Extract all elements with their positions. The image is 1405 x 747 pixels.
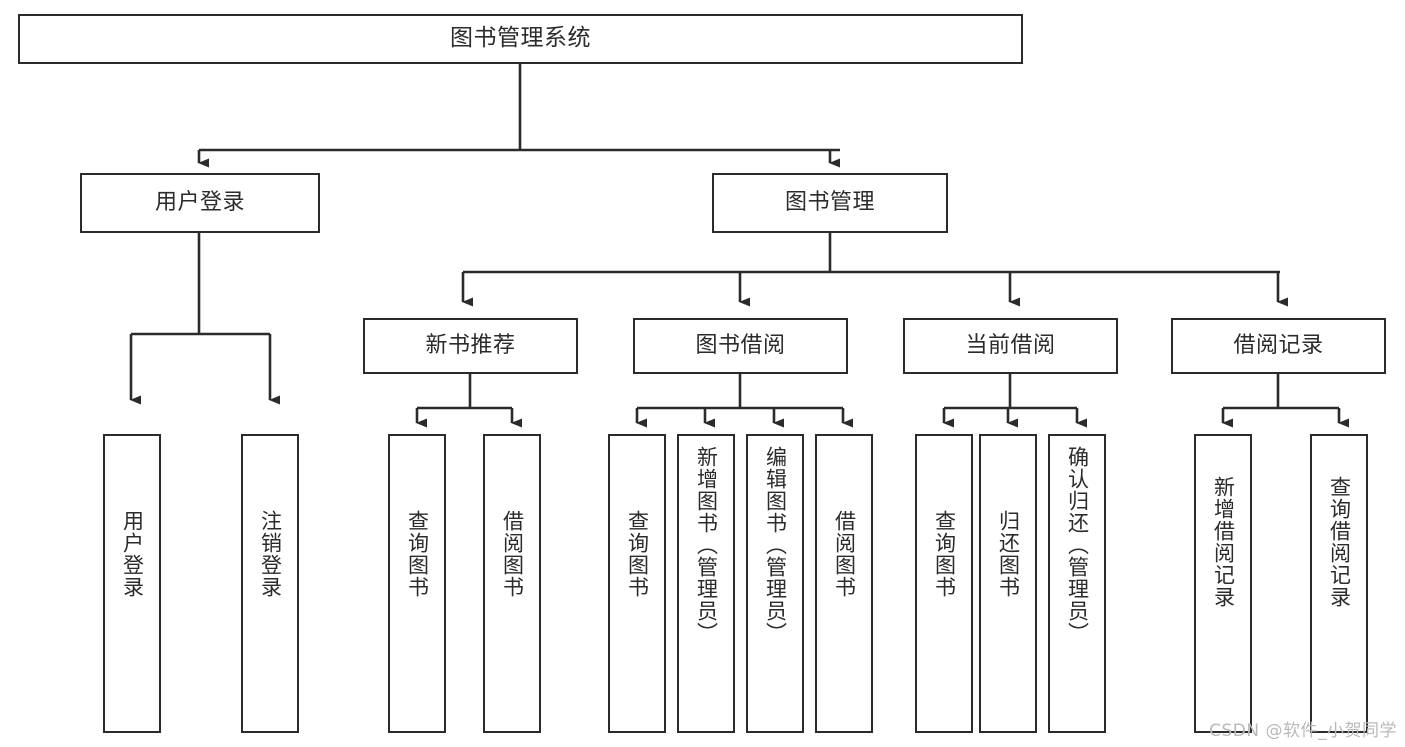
edge-group-root: [197, 64, 840, 168]
node-leaf-query-book-2-label: 查询图书: [625, 510, 650, 598]
node-root[interactable]: 图书管理系统: [18, 14, 1023, 64]
edge-group-book-management: [461, 233, 1288, 307]
csdn-watermark: CSDN @软件_小贺同学: [1209, 721, 1397, 741]
node-leaf-query-book-3-label: 查询图书: [932, 510, 957, 598]
node-leaf-add-book-label: 新增图书（管理员）: [694, 446, 719, 644]
node-leaf-borrow-book-1-label: 借阅图书: [500, 510, 525, 598]
node-leaf-user-logout-label: 注销登录: [258, 510, 283, 598]
node-leaf-user-logout[interactable]: 注销登录: [241, 434, 299, 733]
node-leaf-borrow-book-1[interactable]: 借阅图书: [483, 434, 541, 733]
node-book-management[interactable]: 图书管理: [712, 173, 948, 233]
node-leaf-return-book-label: 归还图书: [996, 510, 1021, 598]
node-current-borrow-label: 当前借阅: [965, 332, 1056, 358]
node-root-label: 图书管理系统: [450, 25, 591, 52]
node-leaf-borrow-book-2-label: 借阅图书: [832, 510, 857, 598]
node-leaf-query-record[interactable]: 查询借阅记录: [1310, 434, 1368, 733]
node-borrow-record-label: 借阅记录: [1233, 332, 1324, 358]
node-leaf-edit-book[interactable]: 编辑图书（管理员）: [746, 434, 804, 733]
edge-group-current-borrow: [942, 374, 1087, 428]
node-leaf-add-book[interactable]: 新增图书（管理员）: [677, 434, 735, 733]
node-leaf-add-record-label: 新增借阅记录: [1211, 476, 1236, 608]
node-leaf-confirm-return-label: 确认归还（管理员）: [1065, 446, 1090, 644]
edge-group-book-borrow: [635, 374, 853, 428]
node-book-borrow-label: 图书借阅: [695, 332, 786, 358]
node-leaf-query-record-label: 查询借阅记录: [1327, 476, 1352, 608]
node-leaf-user-login-label: 用户登录: [120, 510, 145, 598]
edge-group-borrow-record: [1221, 374, 1349, 428]
node-book-management-label: 图书管理: [784, 189, 875, 215]
node-book-borrow[interactable]: 图书借阅: [633, 318, 848, 374]
node-user-login[interactable]: 用户登录: [80, 173, 320, 233]
node-leaf-return-book[interactable]: 归还图书: [979, 434, 1037, 733]
node-leaf-query-book-1[interactable]: 查询图书: [388, 434, 446, 733]
node-leaf-confirm-return[interactable]: 确认归还（管理员）: [1048, 434, 1106, 733]
node-leaf-edit-book-label: 编辑图书（管理员）: [763, 446, 788, 644]
node-leaf-query-book-1-label: 查询图书: [405, 510, 430, 598]
node-borrow-record[interactable]: 借阅记录: [1171, 318, 1386, 374]
node-user-login-label: 用户登录: [154, 189, 245, 215]
node-leaf-query-book-2[interactable]: 查询图书: [608, 434, 666, 733]
node-leaf-borrow-book-2[interactable]: 借阅图书: [815, 434, 873, 733]
node-leaf-query-book-3[interactable]: 查询图书: [915, 434, 973, 733]
edge-group-user-login: [129, 233, 280, 405]
node-leaf-add-record[interactable]: 新增借阅记录: [1194, 434, 1252, 733]
edge-group-new-book-recommend: [415, 374, 522, 428]
node-current-borrow[interactable]: 当前借阅: [903, 318, 1118, 374]
node-new-book-recommend-label: 新书推荐: [425, 332, 516, 358]
node-new-book-recommend[interactable]: 新书推荐: [363, 318, 578, 374]
node-leaf-user-login[interactable]: 用户登录: [103, 434, 161, 733]
